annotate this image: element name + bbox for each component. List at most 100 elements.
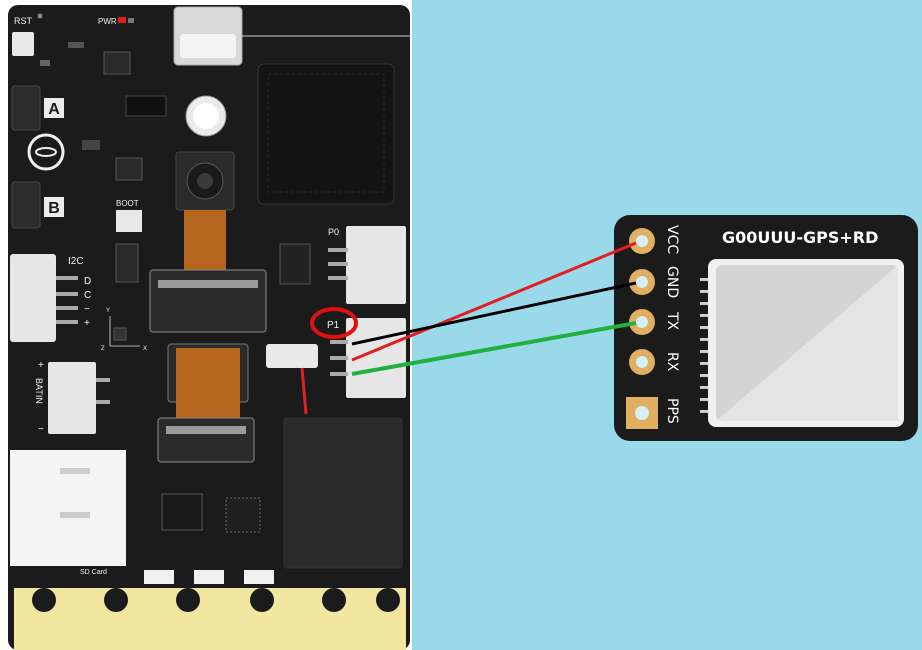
rst-label: RST: [14, 16, 33, 26]
i2c-pins: [56, 276, 78, 324]
rst-button[interactable]: [12, 32, 34, 56]
ring-hole: [176, 588, 200, 612]
pin-label-vcc: VCC: [664, 225, 680, 254]
edge-connector: [14, 588, 406, 650]
pin: [330, 340, 348, 344]
pin-hole: [636, 356, 648, 368]
bottom-button: [194, 570, 224, 584]
button-b-label: B: [48, 200, 60, 217]
chip: [103, 51, 131, 75]
i2c-connector: [10, 254, 56, 342]
chip-pin: [700, 314, 708, 317]
sd-card-slot: [10, 450, 126, 566]
camera-connector: [149, 269, 267, 333]
axis-x-label: X: [143, 346, 147, 352]
axis-z-label: Z: [101, 346, 105, 352]
smd-part: [128, 18, 134, 23]
i2c-label: I2C: [68, 256, 84, 267]
power-led: [118, 17, 126, 23]
button-b-housing: [11, 181, 41, 229]
wire-black-gnd-main: [351, 281, 637, 346]
chip-pin: [700, 386, 708, 389]
smd-part: [82, 140, 100, 150]
p1-label: P1: [327, 320, 340, 331]
smd-part: [68, 42, 84, 48]
chip-pin: [700, 290, 708, 293]
lcd-flex-connector: [157, 417, 255, 463]
button-b[interactable]: [44, 197, 64, 217]
pin-label-pps: PPS: [664, 398, 680, 424]
pin: [56, 292, 78, 296]
chip-pin: [700, 410, 708, 413]
chip-pin: [700, 338, 708, 341]
button-a[interactable]: [44, 98, 64, 118]
pwr-label: PWR: [98, 17, 117, 26]
pin-label-gnd: GND: [664, 266, 680, 298]
buzzer-center: [193, 103, 219, 129]
button-a-housing: [11, 85, 41, 131]
controller-board: RST PWR A: [8, 5, 410, 650]
pin: [330, 372, 348, 376]
pin-label-tx: TX: [664, 311, 680, 331]
pin: [96, 400, 110, 404]
ring-hole: [322, 588, 346, 612]
sd-spring: [60, 468, 90, 474]
sd-card-label: SD Card: [80, 569, 107, 576]
ring-hole: [376, 588, 400, 612]
p1-highlight-circle: [310, 307, 358, 339]
pin-hole: [636, 316, 648, 328]
ring-hole: [250, 588, 274, 612]
module-pad-ring: [267, 73, 385, 193]
antenna-sheen: [716, 265, 898, 421]
pin: [56, 320, 78, 324]
camera-lens-inner: [197, 173, 213, 189]
chip-pin: [700, 350, 708, 353]
axis-y-label: Y: [106, 308, 110, 314]
chip: [125, 95, 167, 117]
pin: [56, 306, 78, 310]
connector-latch: [166, 426, 246, 434]
smd-part: [40, 60, 50, 66]
ring-hole: [32, 588, 56, 612]
ring-hole: [104, 588, 128, 612]
lcd-ribbon: [176, 348, 240, 418]
pin: [330, 356, 348, 360]
pin: [328, 276, 348, 280]
batin-connector: [48, 362, 96, 434]
gps-chip-pins: [700, 278, 708, 413]
gold-finger-strip: [14, 588, 406, 650]
pin-hole: [635, 406, 649, 420]
p0-connector: [346, 226, 406, 304]
gps-title: G00UUU-GPS+RD: [722, 228, 878, 247]
bat-minus-label: −: [38, 424, 44, 435]
pin-label-rx: RX: [664, 352, 680, 372]
bottom-button: [244, 570, 274, 584]
chip-pin: [700, 326, 708, 329]
pin: [96, 378, 110, 382]
connector-latch: [158, 280, 258, 288]
battery-pad: [283, 417, 403, 569]
wire-red-vcc: [351, 241, 637, 362]
chip-pin: [700, 278, 708, 281]
chip-pin: [700, 374, 708, 377]
chip: [115, 243, 139, 283]
chip: [115, 157, 143, 181]
boot-button[interactable]: [116, 210, 142, 232]
small-jst-connector: [266, 344, 318, 368]
batin-label: BATIN: [34, 378, 44, 404]
gps-module: G00UUU-GPS+RD VCC GND TX RX PPS: [614, 215, 918, 441]
brand-logo: [27, 133, 65, 171]
wire-green-tx: [351, 321, 637, 376]
pin: [328, 262, 348, 266]
chip-pin: [700, 302, 708, 305]
chip-pin: [700, 398, 708, 401]
bat-plus-label: +: [38, 360, 44, 371]
battery-wire-red: [300, 367, 308, 415]
chip: [161, 493, 203, 531]
pin-hole: [636, 276, 648, 288]
i2c-pin-c-label: C: [84, 290, 91, 301]
i2c-pin-plus-label: +: [84, 318, 90, 329]
battery-wire-black: [294, 367, 302, 415]
chip: [279, 243, 311, 285]
